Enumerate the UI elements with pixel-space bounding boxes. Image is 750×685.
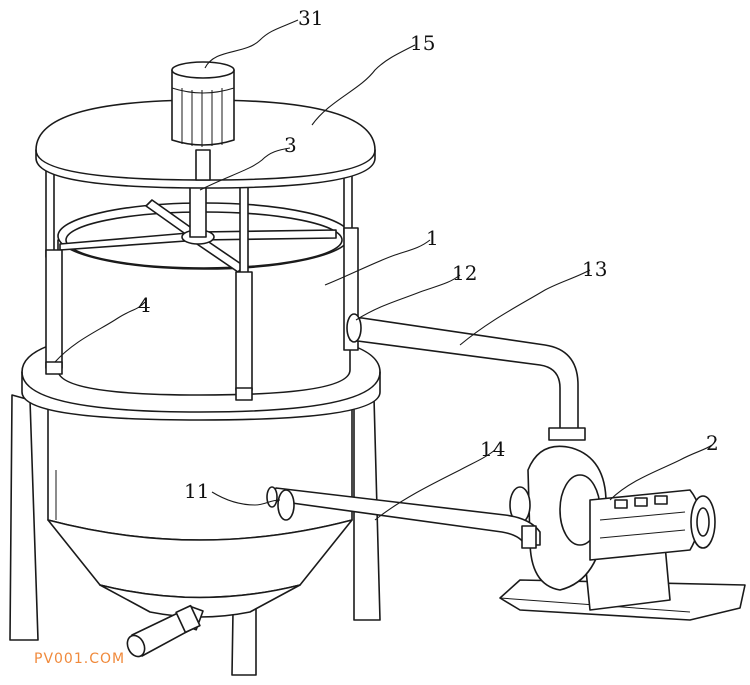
callout-3: 3: [284, 133, 297, 157]
agitator-arms: [59, 174, 337, 273]
leg-left: [9, 394, 39, 641]
clamp-front: [235, 387, 253, 401]
callout-2: 2: [706, 431, 719, 455]
column-front: [235, 271, 253, 391]
lower-hopper: [47, 394, 353, 618]
callout-11: 11: [184, 479, 209, 503]
mixing-vessel: [57, 202, 351, 396]
callout-labels: 31 15 3 1 12 13 4 14 2 11: [138, 6, 719, 503]
callout-15: 15: [410, 31, 435, 55]
callout-12: 12: [452, 261, 477, 285]
rod-front: [239, 177, 249, 275]
callout-14: 14: [480, 437, 505, 461]
upper-pipe: [346, 313, 586, 441]
callout-31: 31: [298, 6, 323, 30]
leader-lines: [54, 19, 713, 521]
pump-assembly: [499, 445, 746, 621]
column-left: [45, 249, 63, 369]
callout-4: 4: [138, 293, 151, 317]
watermark-text: PV001.COM: [34, 651, 125, 667]
rod-left: [45, 161, 55, 258]
callout-1: 1: [426, 226, 439, 250]
rod-right: [343, 169, 353, 235]
top-motor: [171, 61, 235, 181]
bottom-outlet-pipe: [126, 604, 204, 658]
callout-13: 13: [582, 257, 607, 281]
clamp-left: [45, 361, 63, 375]
